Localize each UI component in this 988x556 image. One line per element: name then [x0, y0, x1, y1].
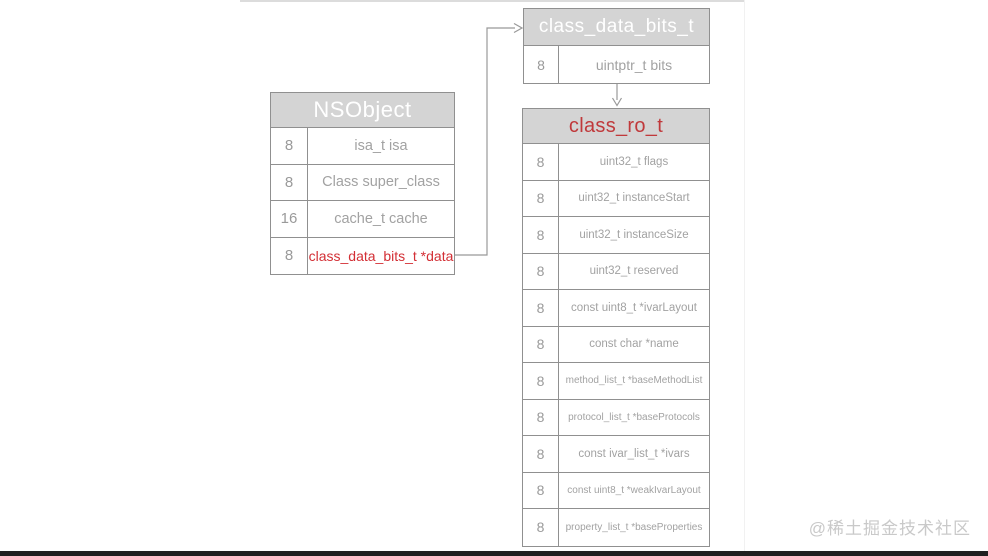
size-cell: 8	[523, 399, 559, 435]
size-cell: 8	[523, 436, 559, 472]
table-row: 8 Class super_class	[271, 164, 454, 201]
content-frame-top-edge	[240, 0, 744, 2]
table-row: 8 uint32_t instanceStart	[523, 180, 709, 217]
content-frame-right-edge	[744, 0, 745, 551]
size-cell: 8	[523, 180, 559, 216]
field-cell: uint32_t instanceStart	[578, 192, 690, 205]
field-cell: Class super_class	[322, 174, 440, 191]
table-class-ro-title: class_ro_t	[523, 109, 709, 144]
size-cell: 8	[523, 326, 559, 362]
field-cell: const ivar_list_t *ivars	[578, 447, 690, 460]
table-row: 8 uintptr_t bits	[524, 46, 709, 83]
table-row: 8 const char *name	[523, 326, 709, 363]
table-row: 8 const uint8_t *ivarLayout	[523, 290, 709, 327]
field-cell: const uint8_t *ivarLayout	[571, 301, 697, 314]
field-cell: const char *name	[589, 338, 679, 351]
table-row: 8 uint32_t instanceSize	[523, 217, 709, 254]
field-cell: isa_t isa	[354, 137, 408, 154]
size-cell: 8	[271, 164, 308, 200]
arrow-data-to-bits	[455, 22, 524, 256]
field-cell: const uint8_t *weakIvarLayout	[567, 484, 701, 496]
table-class-ro-body: 8 uint32_t flags 8 uint32_t instanceStart 8 u…	[523, 144, 709, 546]
table-nsobject-title: NSObject	[271, 93, 454, 128]
field-cell: method_list_t *baseMethodList	[565, 375, 703, 387]
table-row: 8 const uint8_t *weakIvarLayout	[523, 472, 709, 509]
arrow-bits-to-ro	[611, 82, 623, 107]
field-cell: property_list_t *baseProperties	[565, 521, 703, 533]
field-cell: uintptr_t bits	[595, 56, 673, 73]
size-cell: 8	[523, 290, 559, 326]
size-cell: 8	[524, 46, 559, 83]
field-cell: protocol_list_t *baseProtocols	[568, 411, 700, 423]
size-cell: 8	[271, 237, 308, 274]
table-row: 16 cache_t cache	[271, 201, 454, 238]
table-class-ro: class_ro_t 8 uint32_t flags 8 uint32_t inst…	[522, 108, 710, 547]
bottom-bar	[0, 551, 988, 556]
size-cell: 8	[523, 144, 559, 180]
field-cell: uint32_t flags	[599, 155, 669, 168]
size-cell: 8	[523, 217, 559, 253]
table-row: 8 method_list_t *baseMethodList	[523, 363, 709, 400]
field-cell: class_data_bits_t *data	[308, 247, 454, 264]
table-row: 8 const ivar_list_t *ivars	[523, 436, 709, 473]
field-cell: cache_t cache	[334, 210, 428, 227]
size-cell: 8	[271, 128, 308, 164]
table-row: 8 protocol_list_t *baseProtocols	[523, 399, 709, 436]
table-row: 8 uint32_t flags	[523, 144, 709, 181]
table-row: 8 uint32_t reserved	[523, 253, 709, 290]
watermark: @稀土掘金技术社区	[808, 519, 971, 538]
field-cell: uint32_t instanceSize	[579, 228, 689, 241]
table-class-data-bits-body: 8 uintptr_t bits	[524, 46, 709, 83]
table-row: 8 property_list_t *baseProperties	[523, 509, 709, 546]
size-cell: 8	[523, 253, 559, 289]
size-cell: 16	[271, 201, 308, 237]
table-class-data-bits: class_data_bits_t 8 uintptr_t bits	[523, 8, 710, 84]
size-cell: 8	[523, 472, 559, 508]
table-class-data-bits-title: class_data_bits_t	[524, 9, 709, 46]
field-cell: uint32_t reserved	[589, 265, 679, 278]
table-row: 8 isa_t isa	[271, 128, 454, 165]
size-cell: 8	[523, 363, 559, 399]
size-cell: 8	[523, 509, 559, 546]
